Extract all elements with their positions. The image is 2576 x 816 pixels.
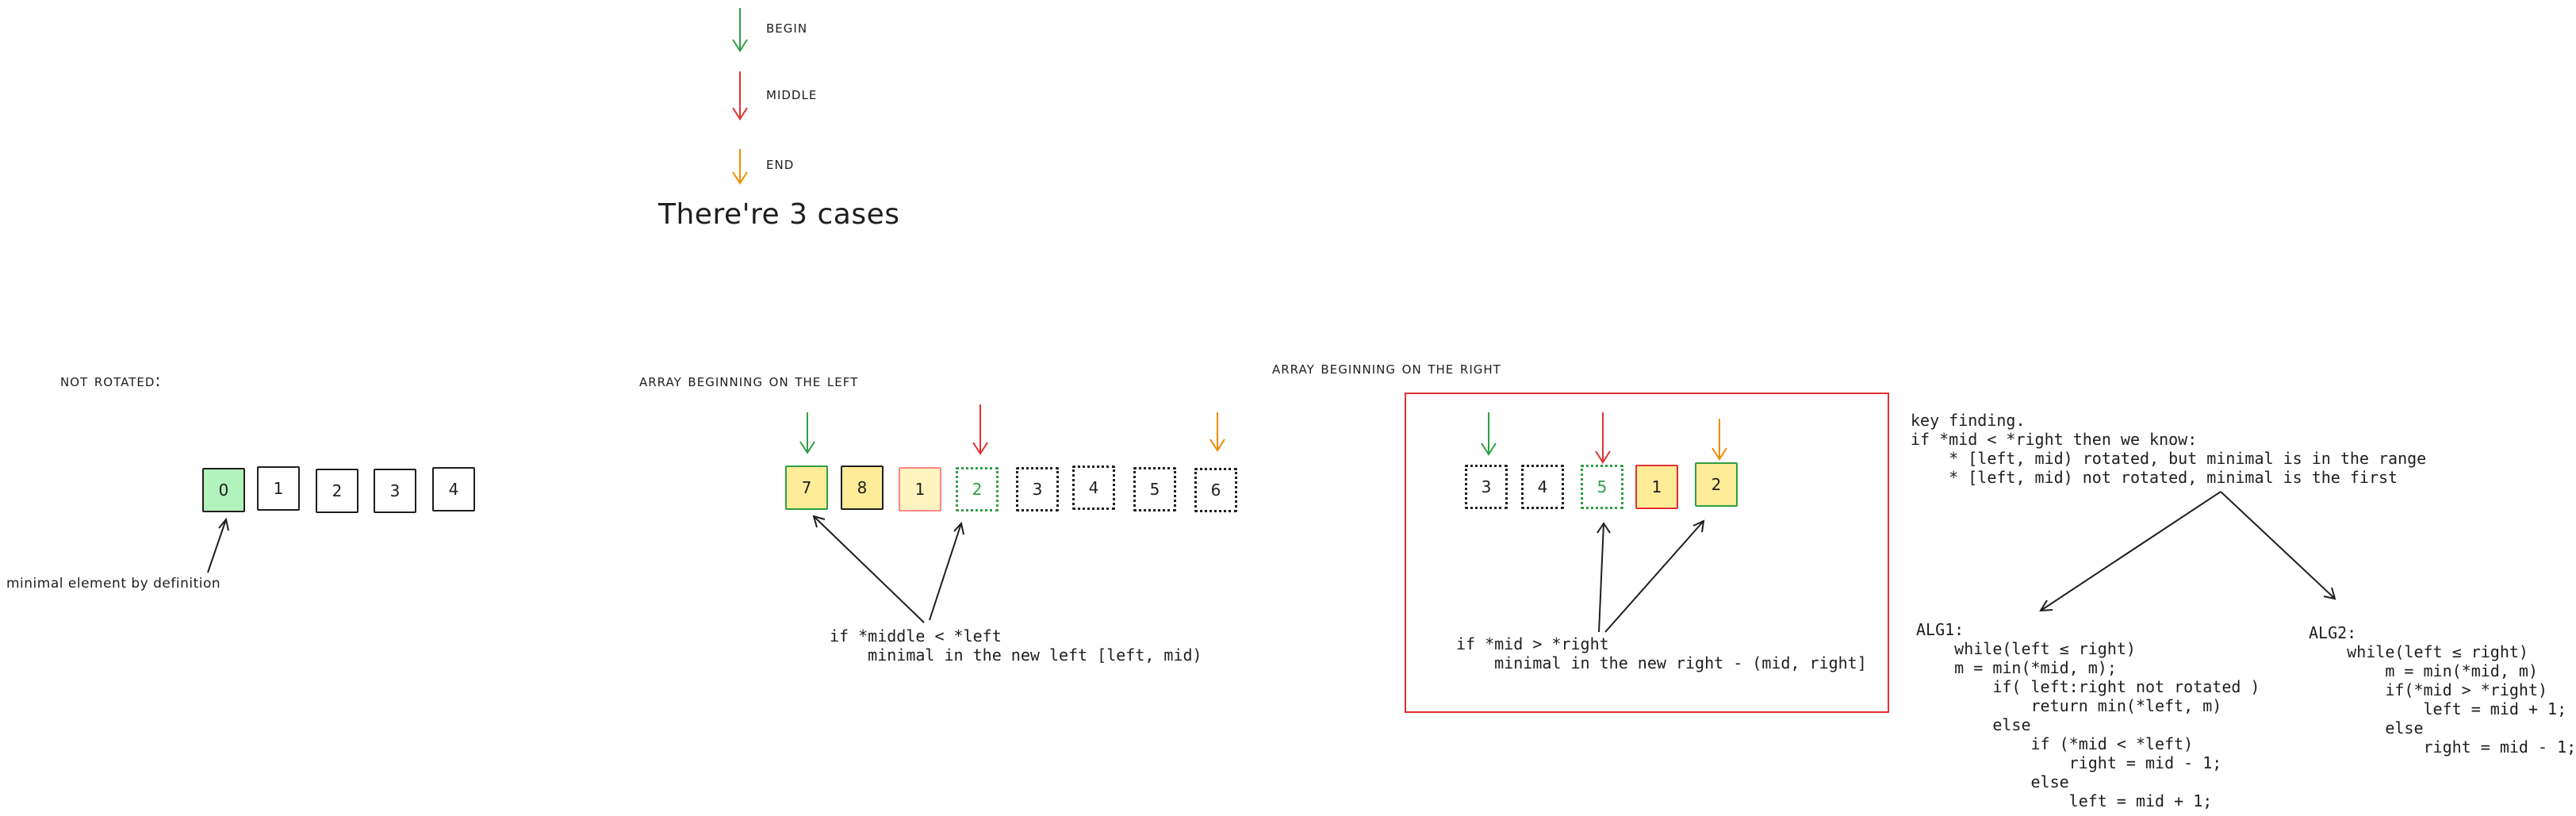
min-pointer-arrow <box>207 517 229 573</box>
array-cell: 2 <box>1695 462 1738 507</box>
left-begin-arrow <box>799 412 815 454</box>
left-case-label: Array Beginning on the left <box>639 371 859 390</box>
alg2-code: ALG2: while(left ≤ right) m = min(*mid, … <box>2309 623 2576 757</box>
left-case-condition: if *middle < *left minimal in the new le… <box>830 626 1202 665</box>
right-condition-arrows <box>1597 519 1705 633</box>
array-cell: 5 <box>1133 467 1176 511</box>
array-cell: 5 <box>1581 465 1623 509</box>
array-cell: 4 <box>1521 465 1564 509</box>
right-case-condition: if *mid > *right minimal in the new righ… <box>1456 634 1867 672</box>
legend-middle-arrow <box>732 71 748 121</box>
array-cell: 1 <box>257 466 300 511</box>
array-cell: 3 <box>1016 467 1059 511</box>
minimal-element-note: minimal element by definition <box>6 576 221 592</box>
legend-end-label: end <box>766 154 795 173</box>
array-cell: 6 <box>1194 468 1237 512</box>
array-cell: 3 <box>374 469 416 513</box>
legend-end-arrow <box>732 149 748 185</box>
right-case-frame <box>1405 393 1889 713</box>
diagram-title: There're 3 cases <box>658 198 900 231</box>
right-begin-arrow <box>1481 412 1497 456</box>
array-cell: 2 <box>316 469 358 513</box>
key-finding-text: key finding. if *mid < *right then we kn… <box>1911 411 2427 487</box>
array-cell: 4 <box>1072 465 1115 510</box>
array-cell: 1 <box>1635 465 1678 509</box>
array-cell: 1 <box>899 467 941 511</box>
right-case-label: Array Beginning on the right <box>1272 358 1501 377</box>
right-middle-arrow <box>1595 412 1611 464</box>
legend-middle-label: middle <box>766 84 818 103</box>
right-end-arrow <box>1712 419 1727 461</box>
branch-arrows <box>2039 491 2336 612</box>
legend-begin-label: Begin <box>766 17 808 36</box>
not-rotated-label: Not rotated: <box>60 371 162 390</box>
left-end-arrow <box>1209 412 1225 452</box>
array-cell: 0 <box>202 468 245 512</box>
array-cell: 4 <box>432 467 475 511</box>
left-middle-arrow <box>972 404 988 455</box>
array-cell: 2 <box>956 467 999 511</box>
array-cell: 8 <box>841 465 884 510</box>
array-cell: 7 <box>785 465 828 510</box>
legend-begin-arrow <box>732 8 748 52</box>
array-cell: 3 <box>1465 465 1508 509</box>
left-condition-arrows <box>812 515 964 623</box>
alg1-code: ALG1: while(left ≤ right) m = min(*mid, … <box>1916 620 2260 810</box>
